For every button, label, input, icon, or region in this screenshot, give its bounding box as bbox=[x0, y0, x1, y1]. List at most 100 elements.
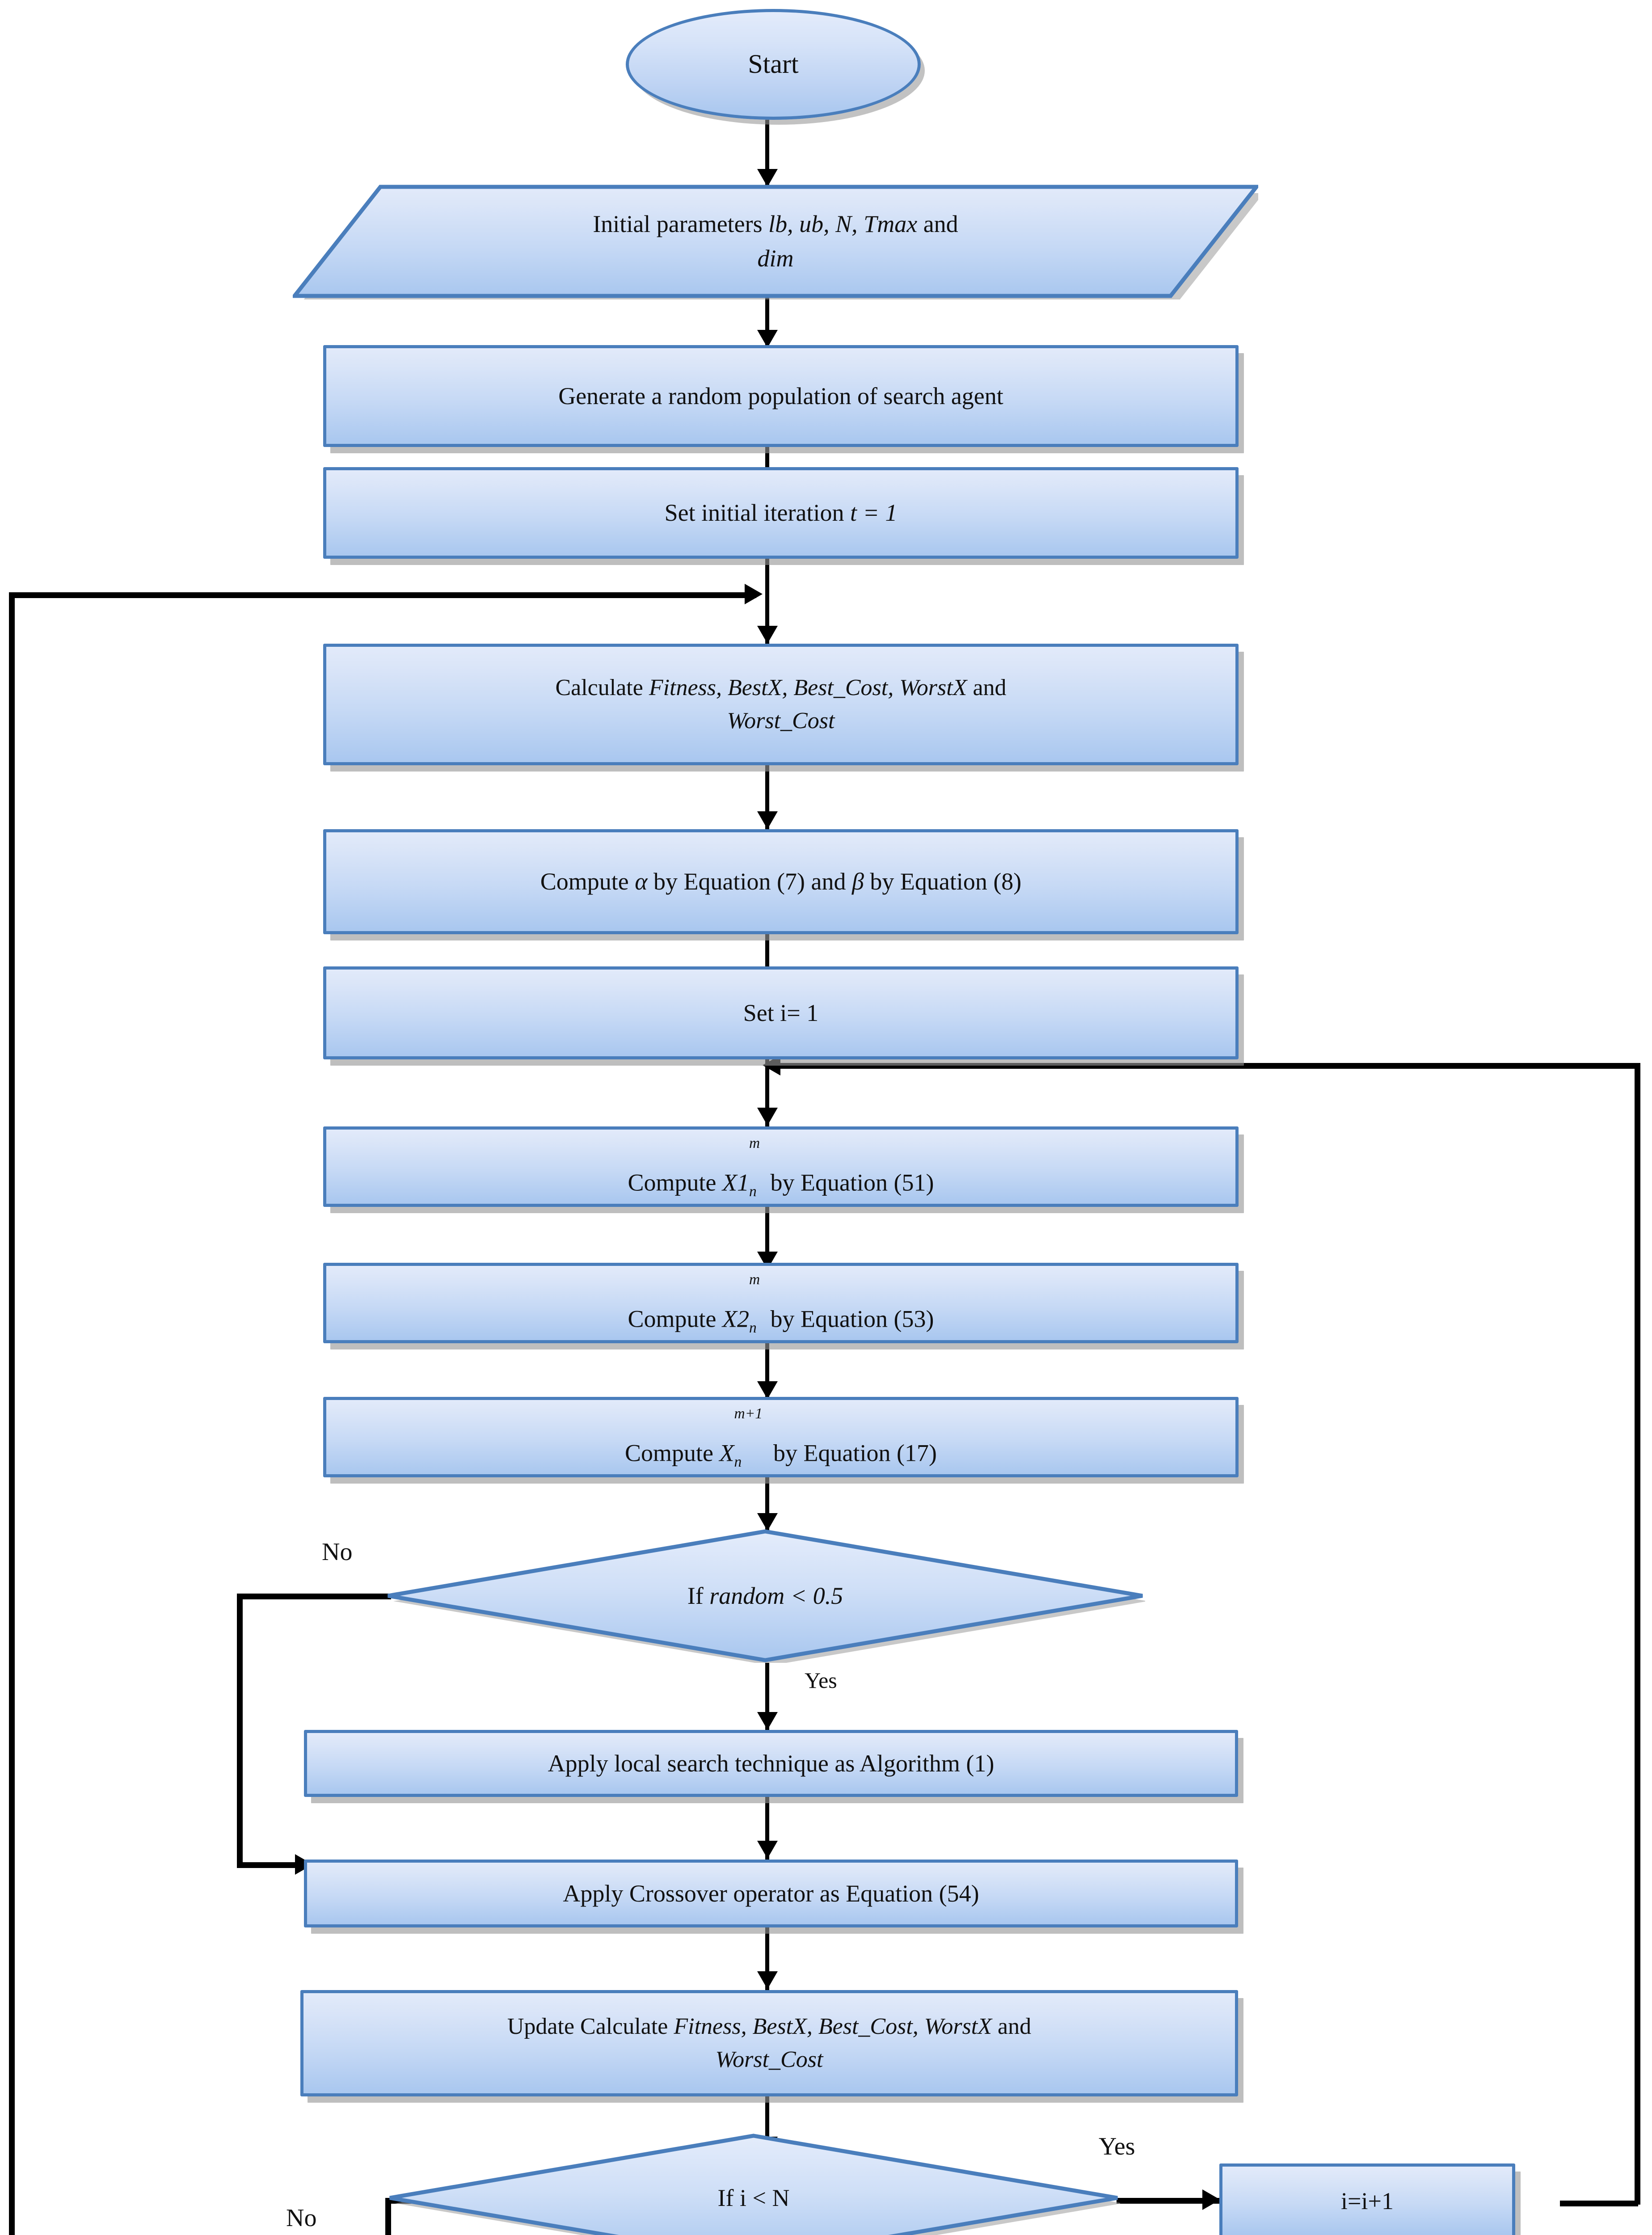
update-text-pre: Update Calculate bbox=[507, 2014, 674, 2040]
connector-update-to-ifin bbox=[765, 2096, 769, 2155]
node-initial-parameters[interactable]: Initial parameters lb, ub, N, Tmax and d… bbox=[293, 183, 1258, 299]
connector-setiter-to-calcfitness bbox=[765, 559, 769, 648]
alphabeta-symbol-beta: β bbox=[851, 868, 864, 895]
edge-label-random-yes: Yes bbox=[805, 1668, 837, 1693]
node-update-calculate-label: Update Calculate Fitness, BestX, Best_Co… bbox=[303, 2010, 1235, 2076]
arrowhead-xn-to-ifrandom bbox=[757, 1513, 778, 1531]
x2-subscript: n bbox=[749, 1319, 757, 1336]
edge-label-random-no: No bbox=[322, 1538, 353, 1566]
xn-text-pre: Compute bbox=[625, 1439, 720, 1467]
node-start-label: Start bbox=[748, 49, 799, 79]
connector-ifrandom-yes bbox=[765, 1663, 769, 1730]
connector-alphabeta-to-seti bbox=[765, 934, 769, 988]
node-calculate-fitness[interactable]: Calculate Fitness, BestX, Best_Cost, Wor… bbox=[323, 644, 1239, 765]
calcfit-text-vars: Fitness, BestX, Best_Cost, WorstX bbox=[649, 675, 967, 701]
connector-ifrandom-no-top bbox=[237, 1594, 391, 1599]
node-calculate-fitness-label: Calculate Fitness, BestX, Best_Cost, Wor… bbox=[326, 671, 1235, 738]
node-apply-crossover[interactable]: Apply Crossover operator as Equation (54… bbox=[304, 1860, 1238, 1927]
connector-inner-loop-top bbox=[773, 1063, 1640, 1069]
connector-crossover-to-update bbox=[765, 1927, 769, 1990]
node-set-i-label: Set i= 1 bbox=[743, 999, 819, 1026]
node-compute-alpha-beta[interactable]: Compute α by Equation (7) and β by Equat… bbox=[323, 829, 1239, 934]
connector-x2-to-xn bbox=[765, 1341, 769, 1399]
node-generate-population[interactable]: Generate a random population of search a… bbox=[323, 345, 1239, 447]
node-if-random-label: If random < 0.5 bbox=[385, 1579, 1145, 1613]
connector-ifrandom-no-bottom bbox=[237, 1862, 299, 1868]
calcfit-text-mid: and bbox=[967, 675, 1007, 701]
arrowhead-init-to-generate bbox=[757, 330, 778, 348]
node-update-calculate[interactable]: Update Calculate Fitness, BestX, Best_Co… bbox=[300, 1990, 1238, 2096]
xn-superscript: m+1 bbox=[734, 1405, 763, 1422]
alphabeta-text-mid2: by Equation (8) bbox=[864, 868, 1022, 895]
node-set-initial-iteration-label: Set initial iteration t = 1 bbox=[326, 496, 1235, 530]
arrowhead-localsearch-to-crossover bbox=[757, 1841, 778, 1859]
ifrandom-text-expr: random < 0.5 bbox=[709, 1582, 843, 1609]
node-i-increment-label: i=i+1 bbox=[1341, 2187, 1394, 2214]
node-initial-parameters-label: Initial parameters lb, ub, N, Tmax and d… bbox=[293, 207, 1258, 275]
arrowhead-ifrandom-yes bbox=[757, 1712, 778, 1730]
update-text-vars: Fitness, BestX, Best_Cost, WorstX bbox=[674, 2014, 992, 2040]
xn-text-var: X bbox=[719, 1439, 734, 1467]
node-apply-crossover-label: Apply Crossover operator as Equation (54… bbox=[563, 1880, 979, 1907]
alphabeta-text-pre: Compute bbox=[540, 868, 635, 895]
node-apply-local-search[interactable]: Apply local search technique as Algorith… bbox=[304, 1730, 1238, 1797]
node-if-i-lt-n[interactable]: If i < N bbox=[387, 2133, 1120, 2235]
setiter-text-pre: Set initial iteration bbox=[664, 499, 850, 527]
node-compute-xn[interactable]: Compute Xm+1 n by Equation (17) bbox=[323, 1397, 1239, 1477]
connector-start-to-init bbox=[765, 120, 769, 187]
node-if-random[interactable]: If random < 0.5 bbox=[385, 1529, 1145, 1663]
init-text-pre: Initial parameters bbox=[593, 211, 769, 238]
connector-outer-loop-top bbox=[9, 592, 756, 598]
x1-superscript: m bbox=[749, 1134, 760, 1151]
connector-ifin-yes bbox=[1117, 2198, 1219, 2204]
calcfit-text-line2: Worst_Cost bbox=[727, 708, 835, 734]
arrowhead-setiter-to-calcfitness bbox=[757, 626, 778, 644]
x2-text-pre: Compute bbox=[628, 1305, 723, 1333]
connector-calcfitness-to-alphabeta bbox=[765, 765, 769, 830]
init-text-post: and bbox=[917, 211, 958, 238]
init-text-vars: lb, ub, N, Tmax bbox=[768, 211, 918, 238]
node-generate-population-label: Generate a random population of search a… bbox=[558, 382, 1003, 409]
connector-outer-loop-vertical bbox=[9, 592, 15, 2235]
connector-inner-loop-bottom bbox=[1560, 2201, 1638, 2206]
parallelogram-shape-init bbox=[293, 185, 1258, 299]
arrowhead-start-to-init bbox=[757, 169, 778, 187]
x1-text-var: X1 bbox=[722, 1169, 750, 1196]
edge-label-i-lt-n-yes: Yes bbox=[1099, 2133, 1135, 2160]
connector-xn-to-ifrandom bbox=[765, 1475, 769, 1531]
node-i-increment[interactable]: i=i+1 bbox=[1219, 2163, 1515, 2235]
xn-text-post: by Equation (17) bbox=[767, 1439, 937, 1467]
node-start[interactable]: Start bbox=[626, 9, 921, 120]
connector-init-to-generate bbox=[765, 295, 769, 349]
update-text-mid: and bbox=[992, 2014, 1032, 2040]
arrowhead-ifin-yes bbox=[1202, 2189, 1220, 2210]
connector-localsearch-to-crossover bbox=[765, 1797, 769, 1860]
update-text-line2: Worst_Cost bbox=[715, 2047, 823, 2072]
arrowhead-crossover-to-update bbox=[757, 1971, 778, 1989]
node-compute-xn-label: Compute Xm+1 n by Equation (17) bbox=[326, 1402, 1235, 1472]
arrowhead-x2-to-xn bbox=[757, 1381, 778, 1399]
diamond-shape-if-random bbox=[388, 1529, 1145, 1663]
x1-text-pre: Compute bbox=[628, 1169, 723, 1196]
diamond-shape-if-i-lt-n bbox=[389, 2134, 1120, 2235]
x2-superscript: m bbox=[749, 1271, 760, 1288]
node-set-i[interactable]: Set i= 1 bbox=[323, 966, 1239, 1059]
setiter-text-expr: t = 1 bbox=[850, 499, 898, 527]
x2-text-post: by Equation (53) bbox=[764, 1305, 934, 1333]
alphabeta-text-mid1: by Equation (7) and bbox=[647, 868, 852, 895]
node-set-initial-iteration[interactable]: Set initial iteration t = 1 bbox=[323, 467, 1239, 559]
node-apply-local-search-label: Apply local search technique as Algorith… bbox=[548, 1750, 995, 1777]
connector-seti-to-x1 bbox=[765, 1059, 769, 1126]
edge-label-i-lt-n-no: No bbox=[286, 2204, 317, 2232]
xn-subscript: n bbox=[734, 1453, 742, 1470]
alphabeta-symbol-alpha: α bbox=[635, 868, 648, 895]
node-if-i-lt-n-label: If i < N bbox=[717, 2184, 790, 2211]
init-text-dim: dim bbox=[757, 245, 794, 272]
node-compute-alpha-beta-label: Compute α by Equation (7) and β by Equat… bbox=[326, 864, 1235, 899]
connector-x1-to-x2 bbox=[765, 1207, 769, 1269]
connector-ifin-no-vertical bbox=[385, 2198, 391, 2235]
